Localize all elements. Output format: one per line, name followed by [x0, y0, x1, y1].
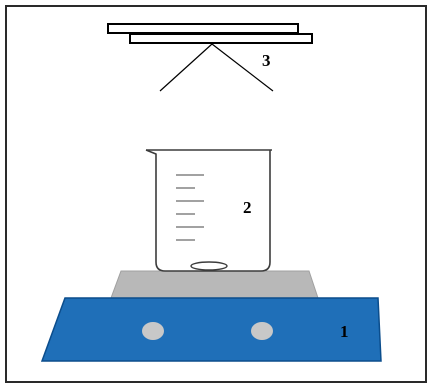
- beaker: [145, 149, 272, 272]
- beaker-graduations: [176, 174, 204, 241]
- hot-plate: [40, 297, 382, 362]
- hot-plate-knob-left: [142, 322, 164, 340]
- label-beaker: 2: [243, 198, 252, 217]
- substrate-plate-back: [129, 33, 313, 44]
- hot-plate-body: [40, 297, 382, 362]
- substrate-plate-front: [107, 23, 299, 34]
- hot-plate-knob-right: [251, 322, 273, 340]
- substrate-holder: [107, 23, 313, 92]
- label-substrates: 3: [262, 51, 271, 70]
- beaker-outline: [145, 149, 271, 272]
- label-hot-plate: 1: [340, 322, 349, 341]
- hot-plate-top: [110, 270, 319, 299]
- support-line-left: [159, 43, 213, 92]
- support-line-right: [211, 43, 274, 92]
- stir-bar: [190, 261, 228, 271]
